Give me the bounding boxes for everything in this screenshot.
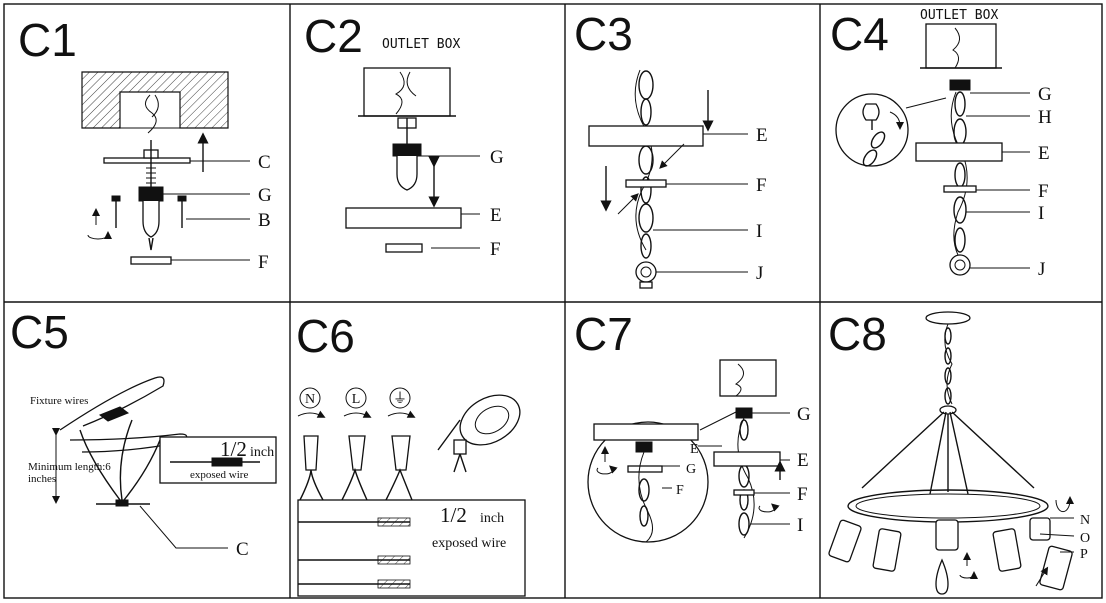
c3-cap	[625, 179, 667, 188]
c7-detail-label-g: G	[686, 462, 696, 477]
c1-cap	[130, 256, 172, 265]
svg-text:N: N	[305, 392, 315, 407]
c7-label-f: F	[797, 484, 808, 505]
c2-label-g: G	[490, 147, 504, 168]
c7-detail-label-e: E	[690, 442, 699, 457]
c8-label-p: P	[1080, 547, 1088, 562]
panel-c7: C7 G E G	[574, 308, 811, 543]
c5-fixture-wires-label: Fixture wires	[30, 395, 88, 407]
panel-grid	[3, 3, 1103, 599]
panel-c5-title: C5	[10, 306, 69, 358]
panel-c6: C6 N L ⏚ 1/2 inch exposed wire	[296, 310, 526, 597]
c6-fraction: 1/2	[440, 503, 467, 527]
c1-label-f: F	[258, 252, 269, 273]
c6-exposed-wire: exposed wire	[432, 536, 506, 551]
c4-label-j: J	[1038, 259, 1045, 280]
c1-label-c: C	[258, 152, 271, 173]
c6-detail-box	[297, 499, 526, 597]
panel-c4-title: C4	[830, 8, 889, 60]
c4-outlet-box	[925, 23, 997, 69]
c7-outlet-box	[719, 359, 777, 397]
c5-min-length-line1: Minimum length:6	[28, 461, 111, 473]
c8-ring	[847, 489, 1049, 523]
c8-label-o: O	[1080, 531, 1090, 546]
c7-label-g: G	[797, 404, 811, 425]
c6-ground-symbol	[389, 387, 411, 409]
c3-label-i: I	[756, 221, 762, 242]
c2-label-e: E	[490, 205, 502, 226]
c2-outlet-box-caption: OUTLET BOX	[382, 37, 460, 52]
c8-shades	[828, 517, 1073, 591]
c4-label-f: F	[1038, 181, 1049, 202]
c3-canopy	[588, 125, 704, 147]
c4-label-e: E	[1038, 143, 1050, 164]
c1-label-b: B	[258, 210, 271, 231]
c5-label-c: C	[236, 539, 249, 560]
panel-c1-title: C1	[18, 14, 77, 66]
c7-label-i: I	[797, 515, 803, 536]
c8-ceiling-canopy	[925, 311, 971, 325]
svg-text:L: L	[352, 392, 361, 407]
c4-label-g: G	[1038, 84, 1052, 105]
c7-label-e: E	[797, 450, 809, 471]
panel-c6-title: C6	[296, 310, 355, 362]
c8-label-n: N	[1080, 513, 1090, 528]
c2-outlet-box	[363, 67, 451, 117]
c3-label-f: F	[756, 175, 767, 196]
c4-canopy	[915, 142, 1003, 162]
c6-line-symbol	[345, 387, 367, 409]
c2-canopy	[345, 207, 462, 229]
c2-cap	[385, 243, 423, 253]
panel-c3: C3 E F I J	[574, 8, 768, 289]
c4-outlet-box-caption: OUTLET BOX	[920, 8, 998, 23]
c1-canopy-nut	[138, 186, 164, 202]
c5-min-length-line2: inches	[28, 473, 56, 485]
c6-inch: inch	[480, 511, 504, 526]
panel-c5: C5 Fixture wires Minimum length:6 inches…	[10, 306, 277, 560]
c4-canopy-nut	[949, 79, 971, 91]
panel-c4: C4 OUTLET BOX G H E F	[830, 8, 1052, 280]
c4-cap	[943, 185, 977, 193]
c1-label-g: G	[258, 185, 272, 206]
panel-c1: C1 C G B F	[18, 14, 272, 273]
svg-text:⏚: ⏚	[393, 391, 407, 407]
c5-fraction: 1/2	[220, 437, 247, 461]
c2-canopy-nut	[392, 143, 422, 157]
c7-detail-label-f: F	[676, 483, 684, 498]
c3-label-j: J	[756, 263, 763, 284]
panel-c8: C8 N O P	[828, 308, 1090, 595]
c5-inch: inch	[250, 445, 274, 460]
c3-label-e: E	[756, 125, 768, 146]
c4-label-i: I	[1038, 203, 1044, 224]
panel-c8-title: C8	[828, 308, 887, 360]
c5-exposed-wire: exposed wire	[190, 469, 248, 481]
panel-c2-title: C2	[304, 10, 363, 62]
c2-label-f: F	[490, 239, 501, 260]
panel-c2: C2 OUTLET BOX G E F	[304, 10, 504, 260]
c7-canopy	[713, 451, 781, 467]
c4-label-h: H	[1038, 107, 1052, 128]
panel-c7-title: C7	[574, 308, 633, 360]
c6-neutral-symbol	[299, 387, 321, 409]
panel-c3-title: C3	[574, 8, 633, 60]
